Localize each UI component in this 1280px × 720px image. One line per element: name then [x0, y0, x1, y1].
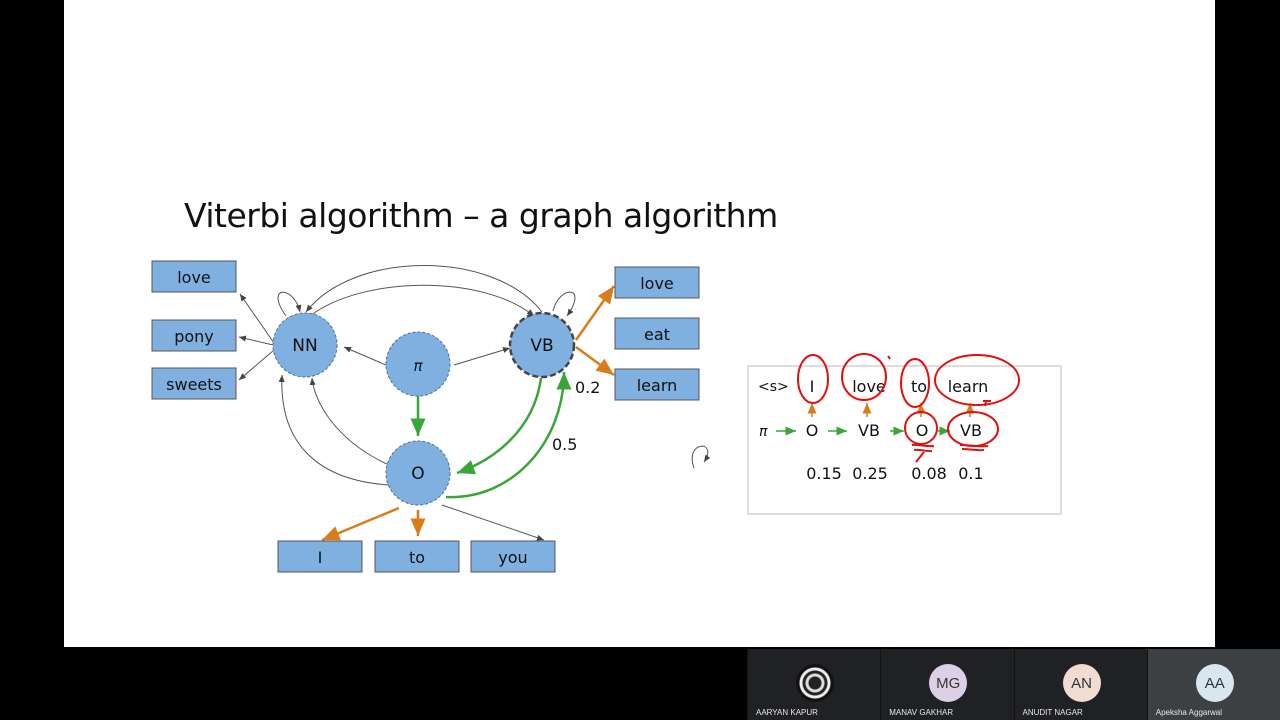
svg-text:eat: eat	[644, 325, 670, 344]
table-word-1: I	[810, 377, 815, 396]
node-vb: VB	[508, 311, 576, 379]
svg-text:VB: VB	[530, 336, 553, 356]
edge-label-vb-learn: 0.2	[575, 378, 600, 397]
participant-avatar	[796, 664, 834, 702]
gray-edges	[238, 265, 711, 541]
participant-avatar: MG	[929, 664, 968, 702]
red-pen-annotations	[797, 353, 1020, 463]
orange-edges	[321, 285, 616, 542]
svg-text:sweets: sweets	[166, 375, 222, 394]
participant-tile-anudit[interactable]: AN ANUDIT NAGAR	[1013, 649, 1147, 720]
svg-text:NN: NN	[292, 336, 317, 356]
word-box-bottom-you: you	[470, 540, 556, 573]
table-state-1: O	[806, 421, 819, 440]
table-state-4: VB	[960, 421, 982, 440]
green-edges	[410, 371, 572, 499]
svg-text:O: O	[411, 464, 424, 484]
table-state-2: VB	[858, 421, 880, 440]
participant-tile-manav[interactable]: MG MANAV GAKHAR	[880, 649, 1014, 720]
participant-tile-apeksha[interactable]: AA Apeksha Aggarwal	[1146, 649, 1280, 720]
svg-text:π: π	[413, 357, 423, 375]
table-prob-1: 0.15	[806, 464, 842, 483]
svg-text:love: love	[640, 274, 674, 293]
word-box-bottom-to: to	[374, 540, 460, 573]
slide-title: Viterbi algorithm – a graph algorithm	[184, 196, 778, 235]
table-prob-3: 0.08	[911, 464, 947, 483]
svg-text:I: I	[318, 548, 323, 567]
word-box-bottom-i: I	[277, 540, 363, 573]
table-word-3: to	[911, 377, 927, 396]
word-box-right-eat: eat	[614, 317, 700, 350]
participant-name: MANAV GAKHAR	[889, 708, 954, 717]
table-pi: π	[759, 424, 768, 440]
svg-text:pony: pony	[174, 327, 214, 346]
node-pi: π	[385, 331, 451, 397]
node-o: O	[385, 440, 451, 506]
svg-text:love: love	[177, 268, 211, 287]
presentation-slide: Viterbi algorithm – a graph algorithm	[64, 0, 1215, 647]
participant-tiles: AARYAN KAPUR MG MANAV GAKHAR AN ANUDIT N…	[747, 649, 1280, 720]
word-box-left-pony: pony	[151, 319, 237, 352]
svg-text:learn: learn	[637, 376, 678, 395]
participant-avatar: AN	[1062, 664, 1101, 702]
word-box-right-love: love	[614, 266, 700, 299]
start-token: <s>	[758, 379, 789, 395]
viterbi-graph-diagram: NN π VB O love pony sweets	[151, 260, 1062, 573]
word-box-right-learn: learn	[614, 368, 700, 401]
participant-name: AARYAN KAPUR	[756, 708, 818, 717]
table-word-2: love	[852, 377, 886, 396]
viterbi-path-table: <s> I love to learn π O VB O VB 0.15 0.2…	[747, 365, 1062, 515]
word-box-left-love: love	[151, 260, 237, 293]
svg-text:you: you	[498, 548, 527, 567]
word-box-left-sweets: sweets	[151, 367, 237, 400]
svg-text:to: to	[409, 548, 425, 567]
table-word-4: learn	[948, 377, 989, 396]
table-prob-2: 0.25	[852, 464, 888, 483]
table-state-3: O	[916, 421, 929, 440]
participant-name: Apeksha Aggarwal	[1155, 708, 1223, 717]
participant-name: ANUDIT NAGAR	[1022, 708, 1083, 717]
table-prob-4: 0.1	[958, 464, 983, 483]
edge-label-o-vb: 0.5	[552, 435, 577, 454]
participant-avatar: AA	[1195, 664, 1234, 702]
node-nn: NN	[272, 312, 338, 378]
participant-tile-aaryan[interactable]: AARYAN KAPUR	[747, 649, 881, 720]
